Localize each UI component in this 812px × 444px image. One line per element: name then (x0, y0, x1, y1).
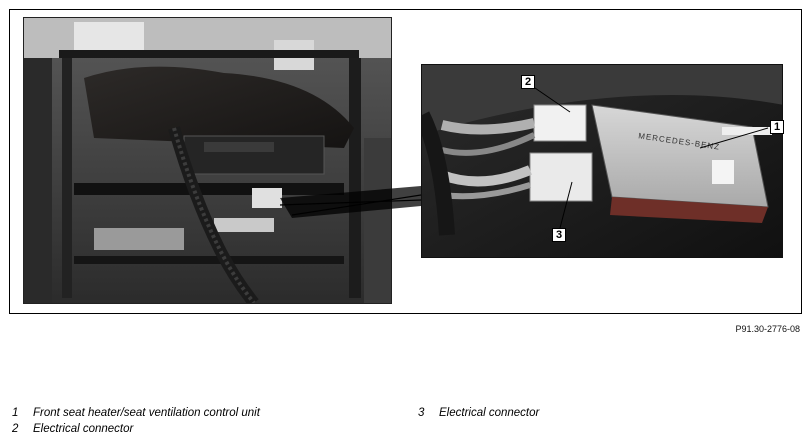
callout-1: 1 (770, 120, 784, 134)
legend-number: 3 (418, 407, 425, 419)
legend-number: 2 (12, 423, 19, 435)
control-unit-closeup-photo: MERCEDES-BENZ (421, 64, 783, 258)
legend-text: Electrical connector (33, 423, 134, 435)
figure-reference: P91.30-2776-08 (735, 324, 800, 334)
legend-text: Front seat heater/seat ventilation contr… (33, 407, 260, 419)
seat-underside-photo (23, 17, 392, 304)
legend-number: 1 (12, 407, 19, 419)
callout-2: 2 (521, 75, 535, 89)
legend-text: Electrical connector (439, 407, 540, 419)
callout-3: 3 (552, 228, 566, 242)
